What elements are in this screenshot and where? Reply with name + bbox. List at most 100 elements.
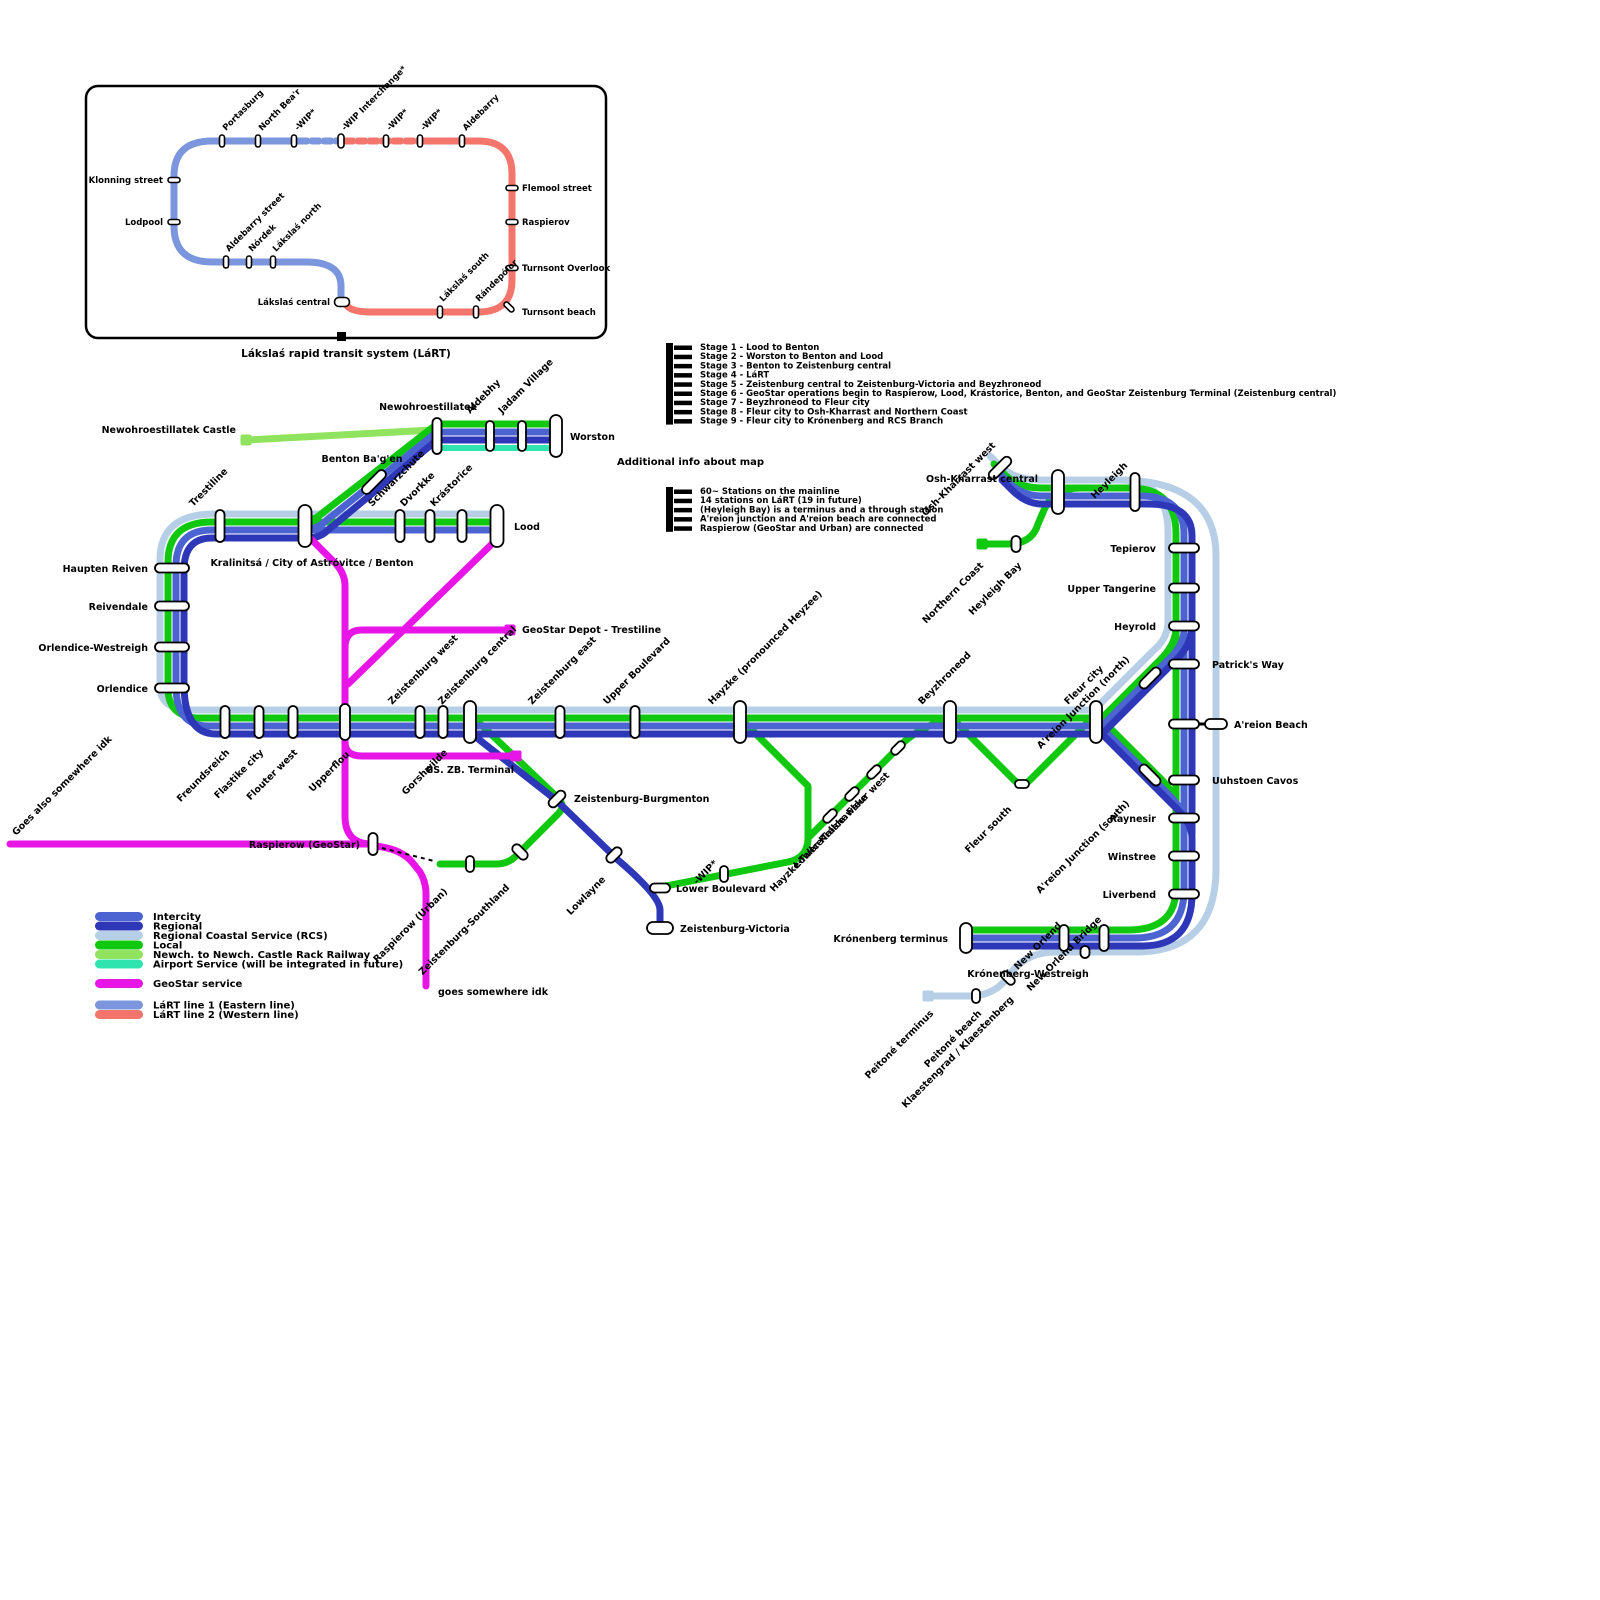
station-freundsreich: [219, 705, 231, 739]
station-label: Klonning street: [89, 176, 163, 186]
station-fleur-city: [1089, 700, 1103, 744]
station-label: Kralinitsá / City of Astróvitce / Benton: [210, 558, 413, 569]
station-flastike-city: [253, 705, 265, 739]
station-new-orlend: [1058, 924, 1070, 952]
station-wip-station: [719, 865, 729, 883]
stage-note-bar: [666, 343, 673, 425]
legend-swatch-lart2: [95, 1010, 143, 1019]
station-raspierow-urban: [465, 855, 475, 873]
station-kronenberg-terminus: [959, 922, 973, 954]
station-wip-interchange: [337, 133, 345, 149]
stage-note-tick: [674, 363, 692, 369]
station-aldebarry-street: [222, 255, 230, 269]
legend-swatch-geostar: [95, 979, 143, 988]
route-line-geostar-lood: [344, 538, 498, 688]
station-label: Orlendice-Westreigh: [38, 643, 148, 654]
legend-label: Regional Coastal Service (RCS): [153, 931, 328, 942]
station-label: Trestiline: [187, 466, 230, 509]
station-zeistenburg-west: [414, 705, 426, 739]
legend-label: Regional: [153, 922, 202, 933]
legend-swatch-regional: [95, 921, 143, 931]
station-orlendice-westreigh: [154, 641, 190, 653]
legend-swatch-rack: [95, 950, 143, 959]
station-label: Lákslaś rapid transit system (LáRT): [241, 348, 451, 360]
stage-note-tick: [674, 409, 692, 415]
station-patricks-way: [1168, 658, 1200, 670]
station-label: Krónenberg-Westreigh: [967, 969, 1089, 980]
station-osh-kharrast-west: [987, 455, 1013, 481]
station-label: Krástorice: [428, 462, 475, 509]
station-label: Patrick's Way: [1212, 660, 1285, 671]
station-wip-3: [416, 134, 424, 148]
route-line-rcs-main: [156, 452, 1172, 714]
station-label: Upper Boulevard: [601, 636, 672, 707]
station-label: A'reion Beach: [1234, 720, 1308, 731]
station-label: -WIP*: [385, 107, 411, 133]
station-raynesir: [1168, 812, 1200, 824]
station-label: Lood: [514, 522, 540, 533]
station-label: Reivendale: [89, 602, 148, 613]
station-lower-boulevard: [649, 882, 671, 894]
station-label: Raspierow (GeoStar): [249, 840, 360, 851]
station-lowlayne: [605, 846, 623, 864]
station-worston: [549, 414, 563, 458]
station-label: Newohroestillatek: [379, 402, 477, 413]
legend-label: Intercity: [153, 912, 201, 923]
station-heyleigh: [1129, 472, 1141, 512]
station-haupten-reiven: [154, 562, 190, 574]
station-lakslas-central: [333, 296, 351, 308]
station-label: Zeistenburg-Victoria: [680, 924, 790, 935]
legend-swatch-lart1: [95, 1000, 143, 1010]
legend-label: GeoStar service: [153, 979, 243, 990]
legend-label: Newch. to Newch. Castle Rack Railway: [153, 950, 371, 961]
route-line-regional-north: [998, 476, 1196, 738]
station-label: Turnsont Overlook: [522, 264, 610, 274]
station-areion-junction-south: [1138, 763, 1162, 787]
station-label: Jadam Village: [496, 357, 556, 417]
station-label: Peitoné terminus: [863, 1008, 936, 1081]
station-label: Flemool street: [522, 184, 592, 194]
station-new-orlend-bridge: [1098, 924, 1110, 952]
station-jadam-village: [517, 420, 527, 452]
stage-note-tick: [674, 419, 692, 424]
station-label: Benton Ba'g'en: [321, 454, 402, 465]
station-newohroestillatek: [431, 417, 443, 455]
station-randepolor: [472, 305, 480, 319]
info-note-line: A'reion junction and A'reion beach are c…: [700, 515, 937, 525]
station-raspierow-geostar: [367, 832, 379, 856]
station-areion-junction-north: [1138, 666, 1162, 690]
station-aldebarry: [458, 134, 466, 148]
station-upper-tangerine: [1168, 582, 1200, 594]
station-peitone-beach: [971, 988, 981, 1004]
station-zeistenburg-southland: [511, 843, 529, 861]
inset-caption-marker: [337, 332, 346, 341]
stage-note-line: Stage 2 - Worston to Benton and Lood: [700, 352, 883, 362]
route-line-rack-railway: [244, 426, 437, 444]
station-orlendice: [154, 682, 190, 694]
stage-note-tick: [674, 345, 692, 350]
info-note-tick: [674, 517, 692, 522]
station-label: Lákslaś north: [270, 201, 324, 255]
station-label: Aldebarry: [461, 92, 502, 133]
legend-label: LáRT line 2 (Western line): [153, 1009, 299, 1021]
station-label: Osh-Kharrast central: [926, 474, 1038, 485]
station-label: Zeistenburg east: [526, 634, 599, 707]
route-line-intercity-south: [960, 722, 1188, 942]
station-label: GS. ZB. Terminal: [425, 765, 514, 776]
station-zeistenburg-victoria: [646, 921, 674, 935]
station-klonning-street: [167, 176, 181, 184]
station-heyrold: [1168, 620, 1200, 632]
station-osh-kharrast-central: [1051, 469, 1065, 515]
station-label: Beyzhroneod: [916, 650, 973, 707]
station-hayzke-tallce: [822, 808, 838, 824]
station-tepierov: [1168, 542, 1200, 554]
station-zeistenburg-burgmenton: [547, 789, 567, 809]
station-upperflou: [339, 703, 351, 741]
station-label: Winstree: [1108, 852, 1156, 863]
station-lower-krashawske: [866, 764, 882, 780]
station-lakslas-south: [436, 305, 444, 319]
legend-label: LáRT line 1 (Eastern line): [153, 1000, 295, 1012]
